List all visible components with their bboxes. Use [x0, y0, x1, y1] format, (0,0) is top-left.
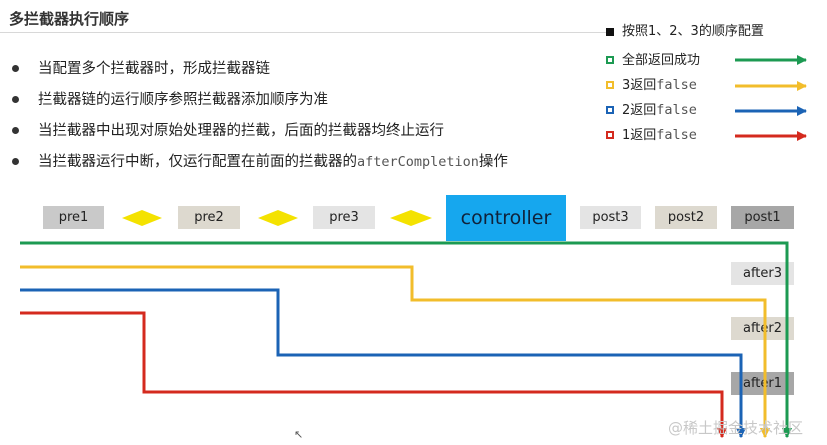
post2-box: post2	[655, 206, 717, 229]
controller-box: controller	[446, 195, 566, 241]
legend-item-all-success: 全部返回成功	[606, 50, 827, 74]
pre1-box: pre1	[43, 206, 104, 229]
post3-box: post3	[580, 206, 641, 229]
bullet-code: afterCompletion	[357, 154, 479, 170]
bullet-item: 当配置多个拦截器时，形成拦截器链	[12, 58, 508, 89]
legend-square-icon	[606, 131, 614, 139]
legend-square-icon	[606, 56, 614, 64]
bullet-item: 当拦截器中出现对原始处理器的拦截，后面的拦截器均终止运行	[12, 120, 508, 151]
legend-label: 全部返回成功	[622, 53, 701, 68]
bullet-list: 当配置多个拦截器时，形成拦截器链 拦截器链的运行顺序参照拦截器添加顺序为准 当拦…	[12, 58, 508, 182]
bullet-text: 当拦截器中出现对原始处理器的拦截，后面的拦截器均终止运行	[38, 123, 444, 139]
legend-item-1-false: 1返回false	[606, 125, 827, 149]
legend-item-2-false: 2返回false	[606, 100, 827, 124]
bullet-text: 拦截器链的运行顺序参照拦截器添加顺序为准	[38, 92, 328, 108]
legend-header: 按照1、2、3的顺序配置	[606, 22, 827, 46]
legend-label: 2返回false	[622, 102, 697, 118]
bullet-item: 当拦截器运行中断，仅运行配置在前面的拦截器的afterCompletion操作	[12, 151, 508, 182]
legend-item-3-false: 3返回false	[606, 75, 827, 99]
legend-square-icon	[606, 28, 614, 36]
legend-label: 1返回false	[622, 127, 697, 143]
pre3-box: pre3	[313, 206, 375, 229]
watermark: @稀土掘金技术社区	[668, 419, 804, 437]
legend-header-text: 按照1、2、3的顺序配置	[622, 24, 764, 39]
after1-box: after1	[731, 372, 794, 395]
pre2-box: pre2	[178, 206, 240, 229]
bullet-text: 操作	[478, 154, 508, 170]
diamond-arrow-pre2-pre3	[258, 210, 298, 226]
diamond-arrow-pre3-controller	[390, 210, 432, 226]
post1-box: post1	[731, 206, 794, 229]
diamond-arrow-pre1-pre2	[122, 210, 162, 226]
legend-square-icon	[606, 106, 614, 114]
title-divider	[0, 32, 612, 33]
legend-label: 3返回false	[622, 77, 697, 93]
bullet-text: 当配置多个拦截器时，形成拦截器链	[38, 61, 270, 77]
bullet-text: 当拦截器运行中断，仅运行配置在前面的拦截器的	[38, 154, 357, 170]
bullet-item: 拦截器链的运行顺序参照拦截器添加顺序为准	[12, 89, 508, 120]
after2-box: after2	[731, 317, 794, 340]
after3-box: after3	[731, 262, 794, 285]
mouse-cursor-icon: ↖	[294, 428, 304, 441]
legend-square-icon	[606, 81, 614, 89]
page-title: 多拦截器执行顺序	[9, 10, 130, 28]
